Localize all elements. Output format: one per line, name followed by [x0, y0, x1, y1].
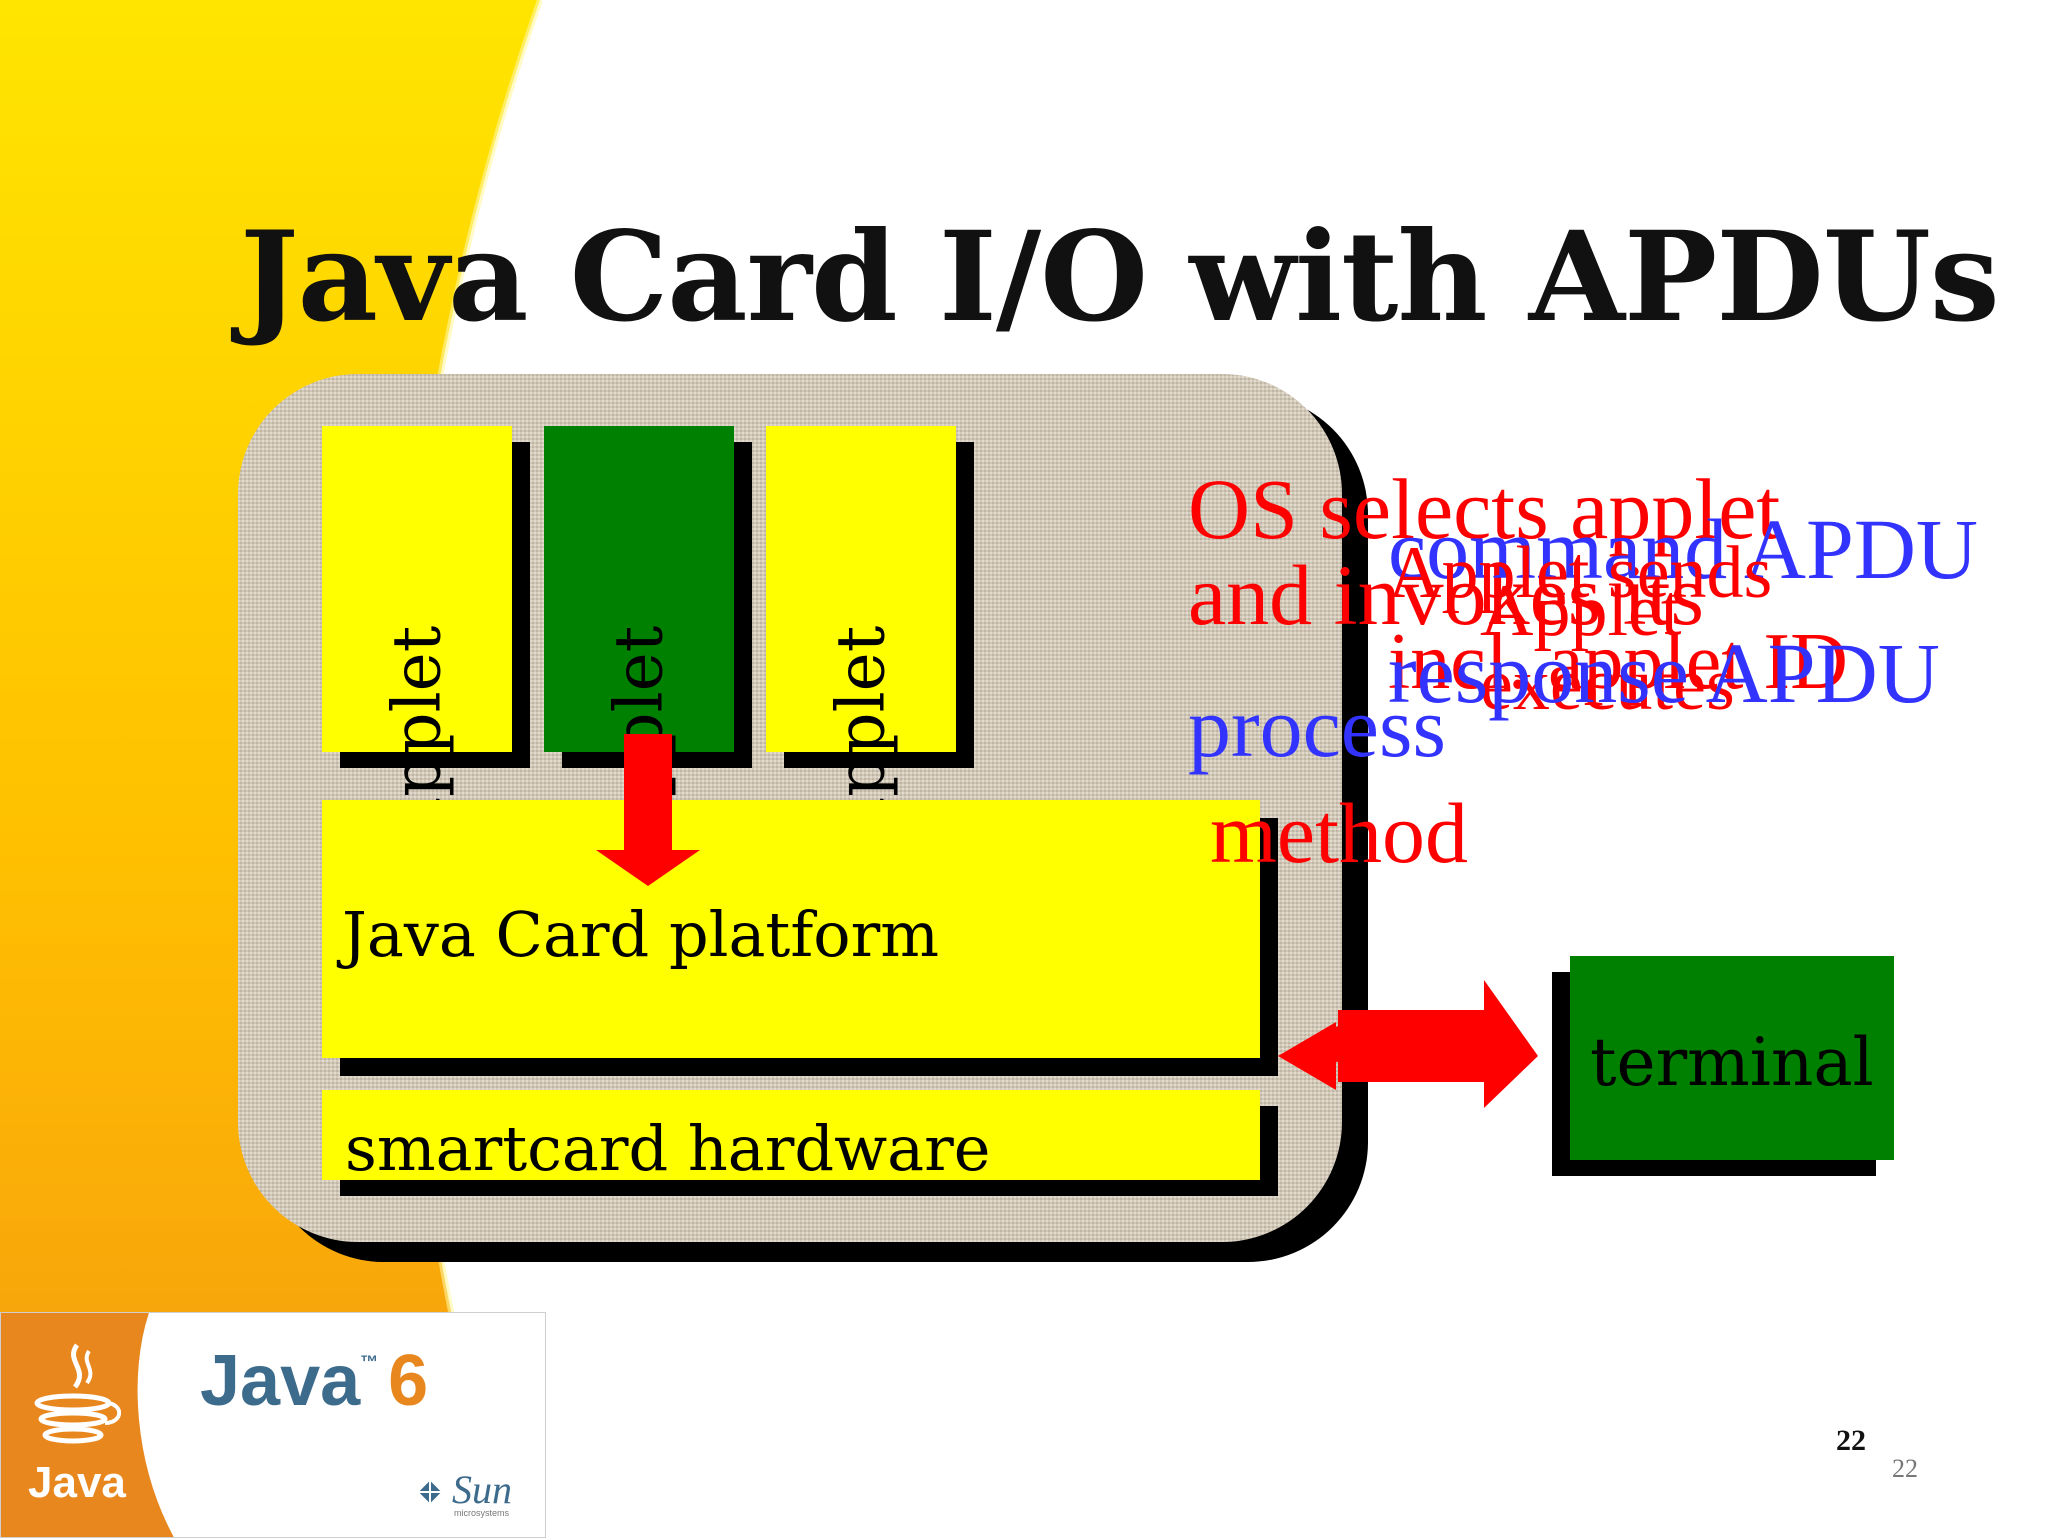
applet-block-1: applet [322, 426, 512, 836]
terminal-label: terminal [1590, 1024, 1874, 1101]
annotation-method: method [1210, 785, 1468, 881]
coffee-cup-icon [34, 1343, 121, 1444]
terminal-block [1570, 956, 1894, 1160]
java-word: Java [200, 1341, 361, 1421]
sun-diamond-icon [416, 1478, 444, 1506]
version-six: 6 [388, 1341, 429, 1421]
down-arrow-icon [596, 734, 700, 886]
java-small-wordmark: Java [28, 1458, 126, 1507]
annotation-incl-applet-id: incl. applet ID [1388, 618, 1848, 706]
sun-wordmark: Sun [452, 1467, 512, 1512]
platform-label: Java Card platform [342, 898, 940, 971]
annotation-applet-executes: Applet executes [1480, 570, 1735, 726]
smartcard-hardware-block [322, 1090, 1260, 1180]
annotation-applet-sends: Applet sends [1388, 532, 1773, 614]
annotation-command-apdu: command APDU [1388, 501, 1979, 597]
applet-block-2-selected: applet [544, 426, 734, 836]
java6-wordmark: Java™ 6 [200, 1340, 428, 1422]
annotation-process: process [1188, 679, 1446, 775]
annotation-os-selects: OS selects applet and invokes its [1188, 461, 1781, 643]
page-number-small: 22 [1892, 1454, 1918, 1483]
java-card-platform-block [322, 800, 1260, 1058]
trademark-mark: ™ [360, 1352, 379, 1372]
slide-title: Java Card I/O with APDUs [240, 205, 2000, 350]
java6-logo-box [0, 1312, 546, 1538]
sun-subtext: microsystems [454, 1508, 510, 1518]
hardware-label: smartcard hardware [345, 1112, 991, 1185]
page-number: 22 [1836, 1424, 1866, 1457]
annotation-response-apdu: response APDU [1388, 625, 1940, 721]
double-arrow-icon [1280, 980, 1538, 1108]
applet-block-3: applet [766, 426, 956, 836]
